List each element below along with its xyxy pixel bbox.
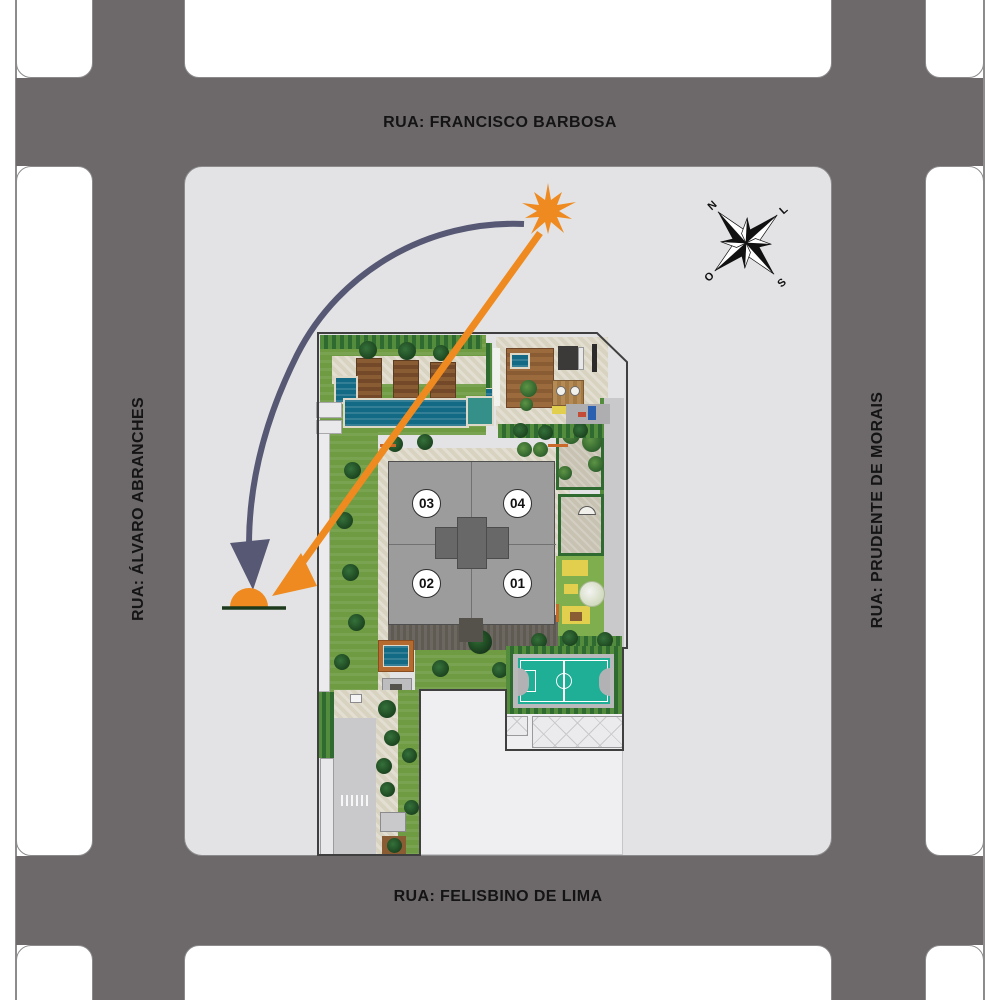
palm-tree — [513, 423, 528, 438]
entry-steps — [350, 694, 362, 703]
street-label-bottom: RUA: FELISBINO DE LIMA — [393, 888, 603, 905]
outdoor-kitchen — [558, 346, 578, 370]
play-mat — [564, 584, 578, 594]
planter-trim — [380, 444, 396, 447]
planter-trim — [556, 604, 559, 622]
road-bottom-horizontal — [16, 856, 983, 945]
tower-unit-badge-04: 04 — [503, 489, 532, 518]
palm-tree — [359, 341, 377, 359]
street-label-right: RUA: PRUDENTE DE MORAIS — [869, 391, 886, 629]
round-planter — [517, 442, 532, 457]
deck-tree — [520, 380, 537, 397]
driveway-wall — [320, 758, 334, 856]
palm-tree — [433, 345, 449, 361]
picnic-table — [570, 612, 582, 621]
tower-core — [457, 517, 487, 569]
tower-unit-badge-02: 02 — [412, 569, 441, 598]
city-block — [925, 166, 984, 856]
tower-unit-label: 01 — [509, 576, 526, 591]
garden-bush — [558, 466, 572, 480]
walkway-lane — [493, 348, 500, 406]
palm-tree — [342, 564, 359, 581]
tower-unit-label: 03 — [418, 496, 435, 511]
palm-tree — [404, 800, 419, 815]
palm-tree — [562, 630, 578, 646]
dining-table — [570, 386, 580, 396]
tower-unit-label: 04 — [509, 496, 526, 511]
tower-unit-badge-03: 03 — [412, 489, 441, 518]
tower-unit-badge-01: 01 — [503, 569, 532, 598]
road-left-vertical — [93, 0, 184, 1000]
service-lot-hatched — [532, 716, 623, 748]
deck-tree — [520, 398, 533, 411]
utility-box — [316, 420, 342, 434]
dining-table — [556, 386, 566, 396]
road-top-horizontal — [16, 78, 983, 166]
adjacent-lot — [420, 690, 623, 855]
city-block — [16, 945, 93, 1000]
west-boundary-wall — [318, 430, 330, 692]
city-block — [16, 166, 93, 856]
tower-footprint: 03 04 02 01 — [388, 461, 556, 626]
city-block — [925, 945, 984, 1000]
palm-tree — [336, 512, 353, 529]
service-lot-hatched — [506, 716, 528, 736]
crosswalk-stripes — [341, 795, 371, 806]
tower-unit-label: 02 — [418, 576, 435, 591]
court-center-circle — [556, 673, 572, 689]
palm-tree — [376, 758, 392, 774]
flowering-tree — [579, 581, 605, 607]
city-block — [16, 0, 93, 78]
court-end-zone — [599, 668, 610, 696]
utility-box — [316, 402, 342, 418]
street-label-top: RUA: FRANCISCO BARBOSA — [383, 114, 617, 131]
palm-tree — [417, 434, 433, 450]
lap-pool-main — [343, 398, 469, 428]
city-block — [184, 0, 832, 78]
palm-tree — [432, 660, 449, 677]
round-planter — [533, 442, 548, 457]
road-right-vertical — [832, 0, 925, 1000]
palm-tree — [348, 614, 365, 631]
spa-deck-pool — [510, 353, 530, 369]
palm-tree — [334, 654, 350, 670]
kitchen-counter — [578, 347, 584, 370]
city-block — [925, 0, 984, 78]
palm-tree — [538, 425, 553, 440]
walkway-east — [604, 398, 624, 648]
play-structure — [588, 406, 596, 420]
play-toy — [578, 412, 586, 417]
palm-tree — [398, 342, 416, 360]
planter-trim — [548, 444, 568, 447]
driveway-pad — [380, 812, 406, 832]
street-label-left: RUA: ÁLVARO ABRANCHES — [130, 396, 147, 622]
leisure-pool — [466, 396, 494, 426]
kitchen-unit — [592, 344, 597, 372]
driveway-hedge — [318, 692, 334, 758]
spa-pool — [383, 645, 409, 667]
garden-bush — [588, 456, 604, 472]
play-mat — [552, 406, 566, 414]
palm-tree — [378, 700, 396, 718]
play-mat — [562, 560, 588, 576]
palm-tree — [384, 730, 400, 746]
tower-entry-pavers — [459, 618, 483, 642]
palm-tree — [387, 838, 402, 853]
sports-court — [518, 658, 610, 704]
patio-garden — [558, 494, 604, 556]
palm-tree — [344, 462, 361, 479]
city-block — [184, 945, 832, 1000]
right-outer-street-edge — [983, 0, 985, 1000]
palm-tree — [402, 748, 417, 763]
palm-tree — [573, 423, 588, 438]
palm-tree — [380, 782, 395, 797]
